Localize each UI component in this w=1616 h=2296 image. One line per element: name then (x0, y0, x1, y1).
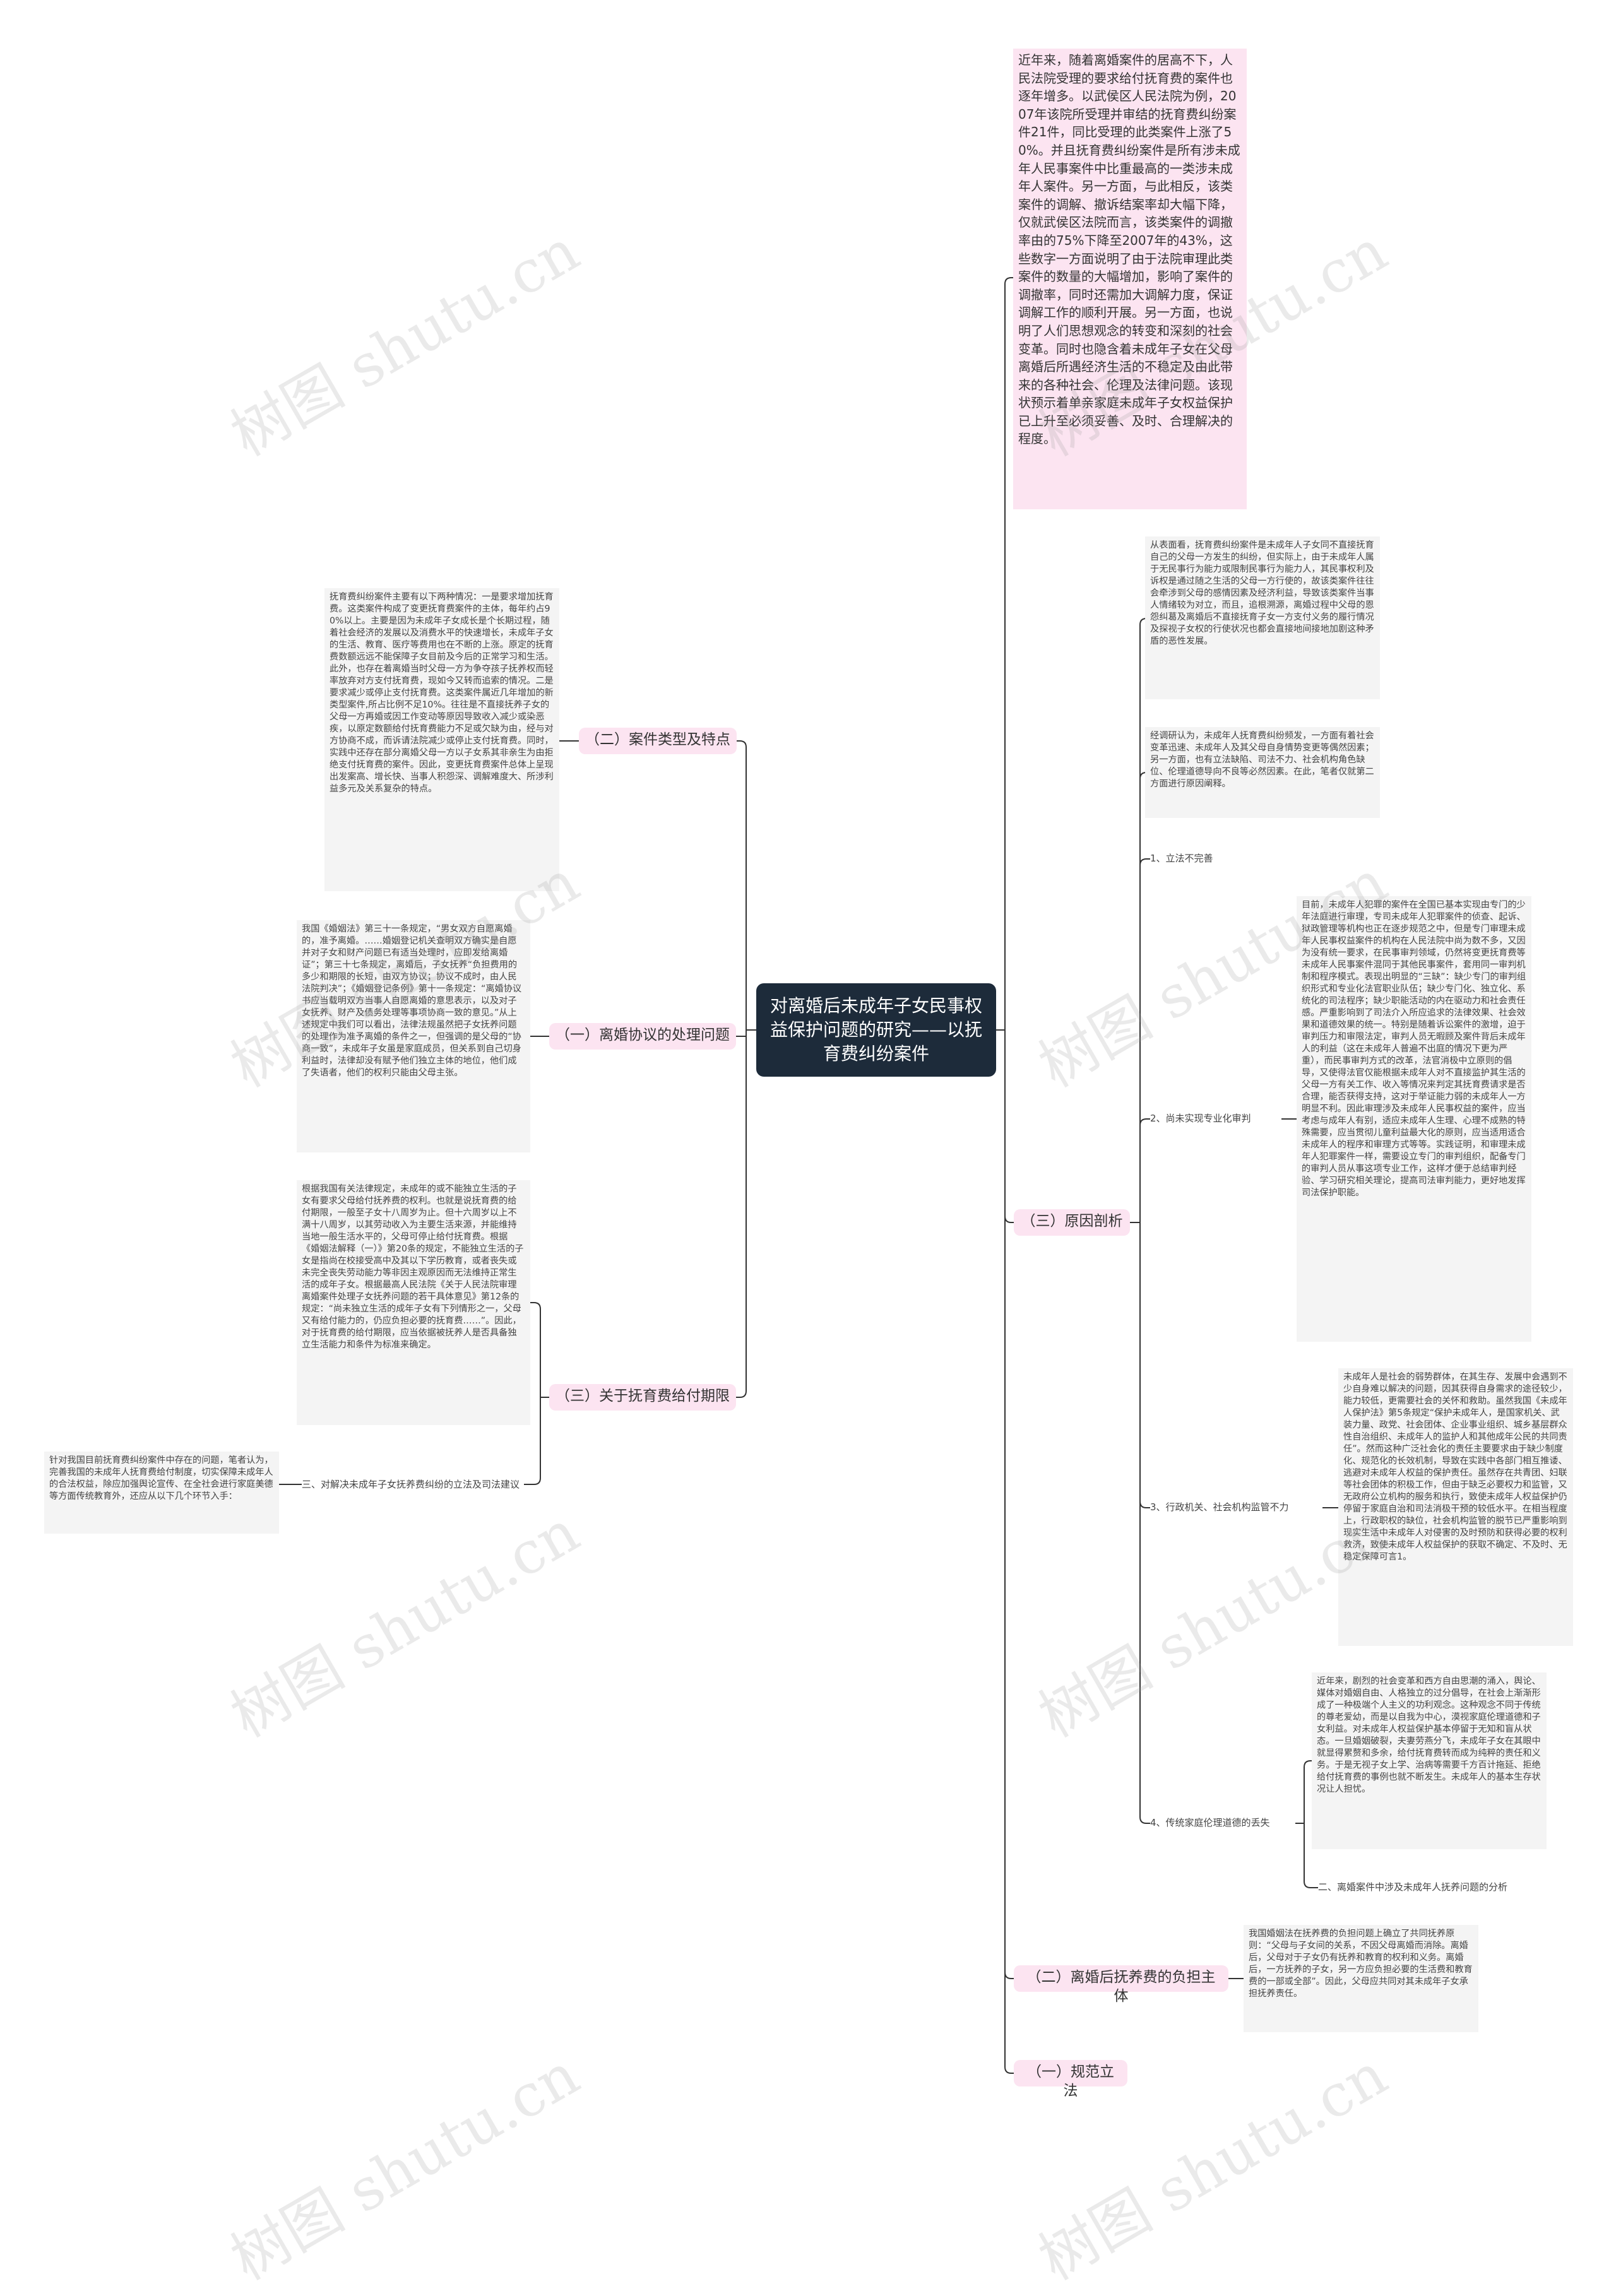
connector-cause-item2 (1130, 1118, 1150, 1223)
connector-period-suggestions (524, 1397, 549, 1485)
branch-standard-legislation-label: （一）规范立法 (1027, 2064, 1114, 2099)
branch-cause-analysis-label: （三）原因剖析 (1021, 1213, 1123, 1229)
root-topic[interactable]: 对离婚后未成年子女民事权益保护问题的研究——以抚育费纠纷案件 (756, 983, 996, 1077)
suggestions-text: 针对我国目前抚育费纠纷案件中存在的问题，笔者认为，完善我国的未成年人抚育费给付制… (44, 1452, 279, 1534)
surface-analysis-text: 从表面看，抚育费纠纷案件是未成年人子女同不直接抚育自己的父母一方发生的纠纷，但实… (1145, 536, 1380, 699)
branch-divorce-agreement[interactable]: （一）离婚协议的处理问题 (549, 1023, 736, 1050)
research-text: 经调研认为，未成年人抚育费纠纷频发，一方面有着社会变革迅速、未成年人及其父母自身… (1145, 727, 1380, 818)
connector-cause-research (1130, 772, 1147, 1223)
connector-root-legislation (996, 1029, 1014, 2074)
branch-burden-subject-label: （二）离婚后抚养费的负担主体 (1026, 1969, 1216, 2004)
connector-lines (279, 277, 1338, 2074)
suggestions-label[interactable]: 三、对解决未成年子女抚养费纠纷的立法及司法建议 (302, 1479, 520, 1490)
connector-item4-analysis (1295, 1823, 1318, 1888)
branch-standard-legislation[interactable]: （一）规范立法 (1014, 2060, 1127, 2099)
branch-burden-subject[interactable]: （二）离婚后抚养费的负担主体 (1014, 1965, 1228, 2004)
cause-item-specialized-trial[interactable]: 2、尚未实现专业化审判 (1150, 1113, 1251, 1124)
divorce-agreement-text: 我国《婚姻法》第三十一条规定，“男女双方自愿离婚的，准予离婚。……婚姻登记机关查… (297, 920, 530, 1152)
analysis-label[interactable]: 二、离婚案件中涉及未成年人抚养问题的分析 (1318, 1881, 1508, 1893)
root-topic-text: 对离婚后未成年子女民事权益保护问题的研究——以抚育费纠纷案件 (769, 995, 982, 1064)
cause-item-legislation[interactable]: 1、立法不完善 (1150, 853, 1213, 864)
connector-cause-item4 (1130, 1222, 1150, 1824)
branch-case-types[interactable]: （二）案件类型及特点 (579, 728, 737, 754)
connector-root-period (736, 1029, 756, 1398)
branch-cause-analysis[interactable]: （三）原因剖析 (1014, 1209, 1130, 1236)
case-types-text: 抚育费纠纷案件主要有以下两种情况：一是要求增加抚育费。这类案件构成了变更抚育费案… (324, 588, 559, 891)
payment-period-text: 根据我国有关法律规定，未成年的或不能独立生活的子女有要求父母给付抚养费的权利。也… (297, 1180, 530, 1425)
connector-period-text (530, 1302, 549, 1398)
branch-divorce-agreement-label: （一）离婚协议的处理问题 (556, 1027, 730, 1043)
intro-text: 近年来，随着离婚案件的居高不下，人民法院受理的要求给付抚育费的案件也逐年增多。以… (1013, 49, 1247, 509)
connector-root-case-types (737, 740, 756, 1031)
branch-payment-period[interactable]: （三）关于抚育费给付期限 (549, 1384, 736, 1411)
cause-item-ethics[interactable]: 4、传统家庭伦理道德的丢失 (1150, 1817, 1270, 1828)
connector-cause-item1 (1130, 858, 1150, 1223)
branch-case-types-label: （二）案件类型及特点 (585, 731, 730, 748)
connector-root-intro (996, 277, 1013, 1031)
branch-payment-period-label: （三）关于抚育费给付期限 (556, 1388, 730, 1404)
connector-cause-surface (1130, 618, 1147, 1223)
burden-subject-text: 我国婚姻法在抚养费的负担问题上确立了共同抚养原则：“父母与子女间的关系，不因父母… (1244, 1925, 1478, 2032)
cause-item-supervision[interactable]: 3、行政机关、社会机构监管不力 (1150, 1501, 1289, 1513)
specialized-trial-text: 目前，未成年人犯罪的案件在全国已基本实现由专门的少年法庭进行审理，专司未成年人犯… (1297, 896, 1531, 1342)
connector-item4-text (1295, 1760, 1312, 1824)
supervision-text: 未成年人是社会的弱势群体，在其生存、发展中会遇到不少自身难以解决的问题，因其获得… (1338, 1368, 1573, 1646)
ethics-text: 近年来，剧烈的社会变革和西方自由思潮的涌入，舆论、媒体对婚姻自由、人格独立的过分… (1312, 1672, 1547, 1849)
